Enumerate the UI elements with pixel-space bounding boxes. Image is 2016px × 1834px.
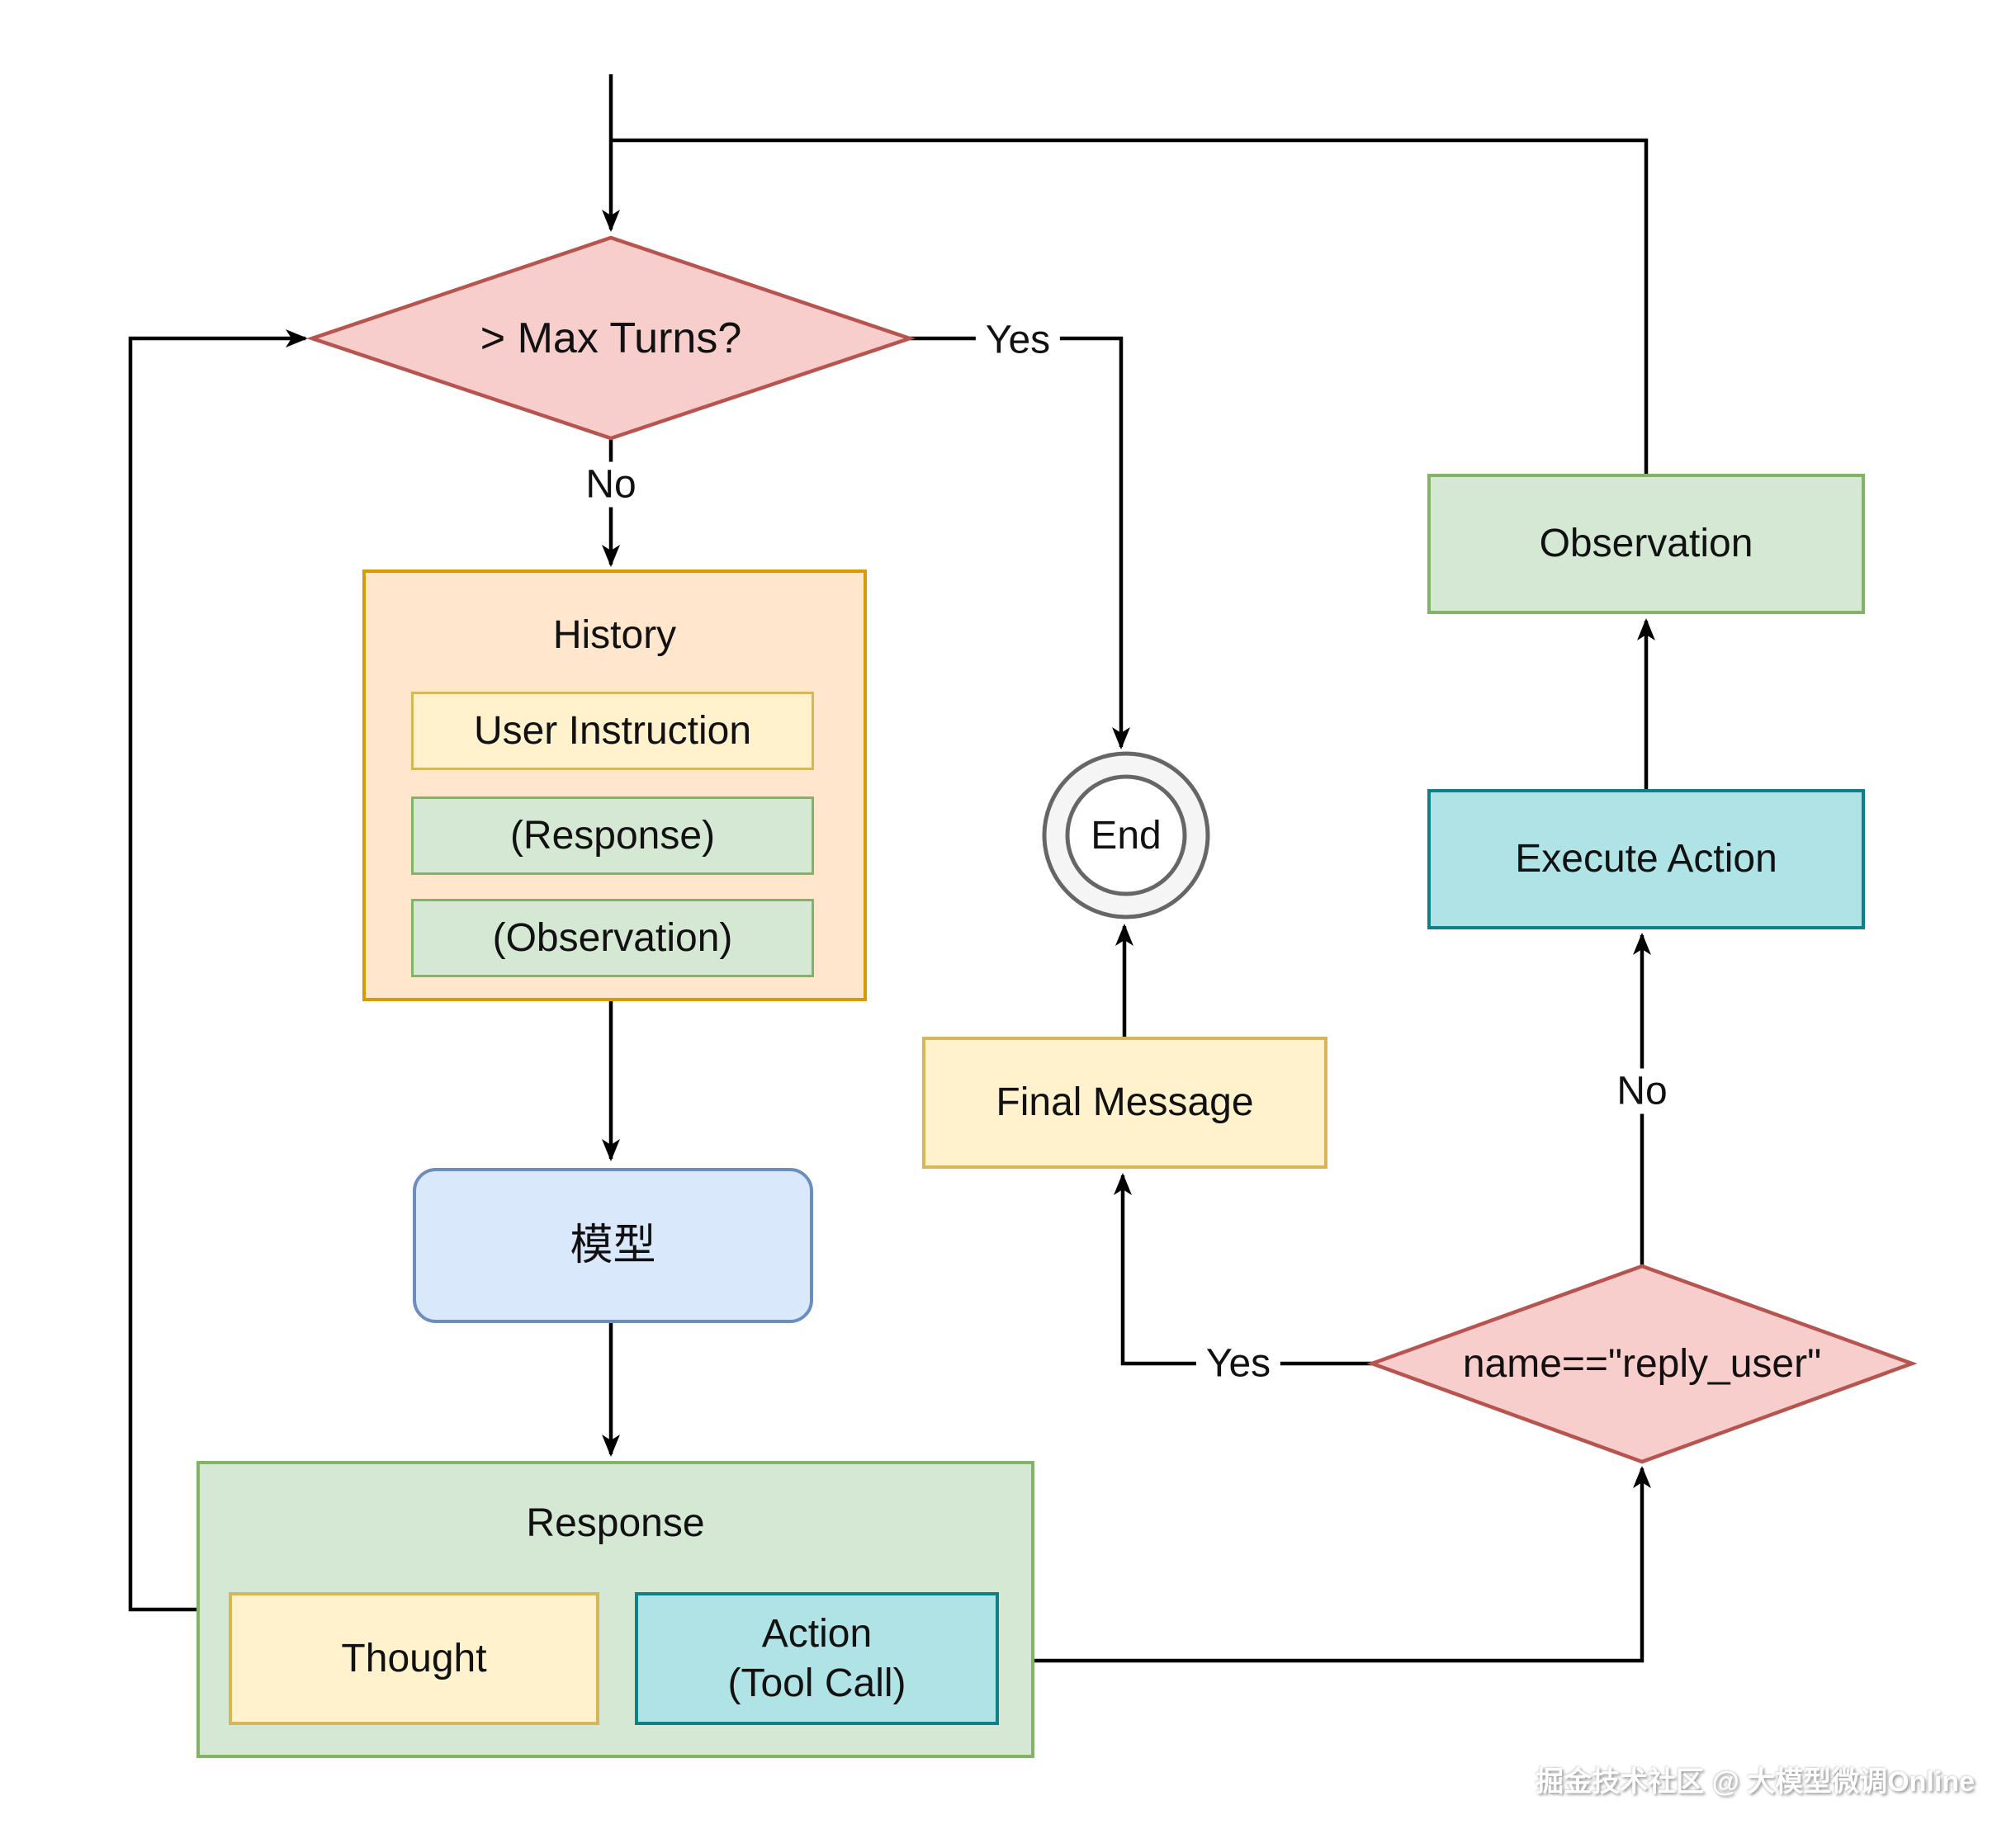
edge-observation-feedback (611, 138, 1649, 474)
observation-node: Observation (1427, 474, 1865, 614)
execute-action-node: Execute Action (1427, 789, 1865, 929)
edge-response-loop-to-max-turns (128, 329, 308, 1612)
history-observation-node: (Observation) (411, 899, 814, 977)
reply-user-decision-label: name=="reply_user" (1462, 1342, 1822, 1386)
end-node-label: End (1091, 813, 1162, 858)
watermark-text: 掘金技术社区 @ 大模型微调Online (1536, 1766, 1975, 1798)
edge-max-turns-yes-to-end (910, 336, 1130, 749)
final-message-node: Final Message (922, 1037, 1327, 1169)
max-turns-decision-label: > Max Turns? (480, 314, 742, 362)
response-title: Response (526, 1501, 705, 1545)
thought-node: Thought (229, 1592, 599, 1725)
model-node: 模型 (413, 1168, 813, 1323)
user-instruction-node: User Instruction (411, 692, 814, 770)
history-title: History (552, 613, 677, 657)
max-turns-decision-shape (305, 235, 916, 441)
max-turns-no-label: No (575, 461, 646, 508)
reply-user-yes-label: Yes (1195, 1340, 1281, 1387)
action-tool-call-node: Action (Tool Call) (635, 1592, 999, 1725)
end-node-inner-circle (1065, 774, 1187, 896)
max-turns-yes-label: Yes (975, 317, 1061, 363)
edge-reply-user-yes-to-final-message (1114, 1173, 1372, 1366)
history-response-node: (Response) (411, 796, 814, 875)
edge-action-to-reply-user (999, 1466, 1651, 1663)
reply-user-decision-shape (1366, 1264, 1918, 1464)
action-node-label: Action (Tool Call) (727, 1611, 906, 1705)
reply-user-no-label: No (1607, 1068, 1678, 1114)
